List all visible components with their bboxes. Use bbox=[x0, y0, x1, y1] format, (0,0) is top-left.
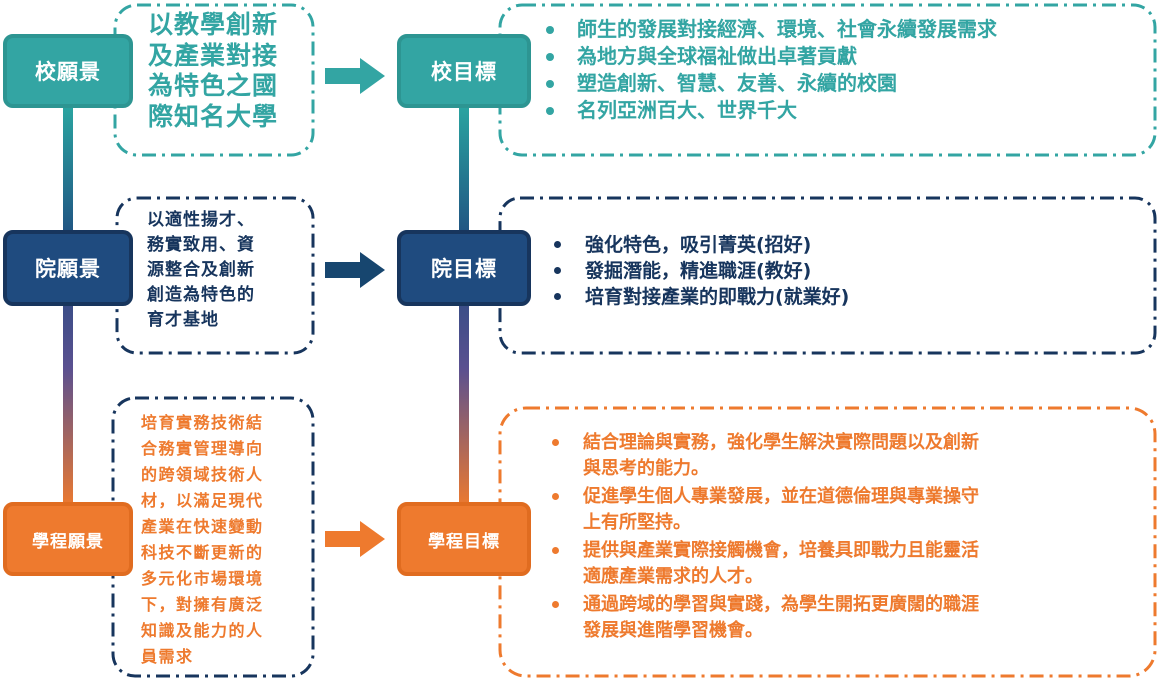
program-goal-frame bbox=[498, 406, 1157, 678]
left-spine bbox=[63, 108, 73, 508]
school-goal-node: 校目標 bbox=[397, 34, 531, 108]
program-goal-label: 學程目標 bbox=[428, 531, 500, 552]
school-vision-frame bbox=[113, 3, 315, 157]
program-vision-text: 培育實務技術結 合務實管理導向 的跨領域技術人 材，以滿足現代 產業在快速變動 … bbox=[141, 413, 264, 666]
list-item: 培育對接產業的即戰力(就業好) bbox=[554, 284, 849, 310]
list-item: 為地方與全球福祉做出卓著貢獻 bbox=[546, 43, 997, 70]
right-spine bbox=[459, 108, 469, 508]
program-goal-list: 結合理論與實務，強化學生解決實際問題以及創新與思考的能力。 促進學生個人專業發展… bbox=[552, 430, 979, 644]
college-vision-label: 院願景 bbox=[35, 257, 101, 281]
list-item: 結合理論與實務，強化學生解決實際問題以及創新與思考的能力。 bbox=[552, 430, 979, 482]
school-vision-label: 校願景 bbox=[35, 60, 101, 84]
college-arrow-icon bbox=[325, 252, 385, 288]
list-item: 促進學生個人專業發展，並在道德倫理與專業操守上有所堅持。 bbox=[552, 484, 979, 536]
school-goal-label: 校目標 bbox=[431, 60, 497, 84]
list-item: 塑造創新、智慧、友善、永續的校園 bbox=[546, 70, 997, 97]
college-goal-frame bbox=[498, 196, 1157, 355]
school-vision-text: 以教學創新 及產業對接 為特色之國 際知名大學 bbox=[148, 10, 279, 131]
list-item: 名列亞洲百大、世界千大 bbox=[546, 97, 997, 124]
program-goal-node: 學程目標 bbox=[397, 502, 531, 576]
school-arrow-icon bbox=[325, 58, 385, 94]
program-vision-node: 學程願景 bbox=[3, 502, 133, 576]
list-item: 提供與產業實際接觸機會，培養具即戰力且能靈活適應產業需求的人才。 bbox=[552, 538, 979, 590]
list-item: 發掘潛能，精進職涯(教好) bbox=[554, 258, 849, 284]
list-item: 強化特色，吸引菁英(招好) bbox=[554, 232, 849, 258]
school-goal-list: 師生的發展對接經濟、環境、社會永續發展需求 為地方與全球福祉做出卓著貢獻 塑造創… bbox=[546, 16, 997, 124]
college-vision-frame bbox=[115, 196, 315, 355]
college-vision-node: 院願景 bbox=[3, 230, 133, 306]
list-item: 通過跨域的學習與實踐，為學生開拓更廣闊的職涯發展與進階學習機會。 bbox=[552, 592, 979, 644]
school-vision-node: 校願景 bbox=[3, 34, 133, 108]
college-vision-text: 以適性揚才、 務實致用、資 源整合及創新 創造為特色的 育才基地 bbox=[147, 210, 255, 330]
college-goal-list: 強化特色，吸引菁英(招好) 發掘潛能，精進職涯(教好) 培育對接產業的即戰力(就… bbox=[554, 232, 849, 310]
list-item: 師生的發展對接經濟、環境、社會永續發展需求 bbox=[546, 16, 997, 43]
program-arrow-icon bbox=[325, 521, 385, 557]
college-goal-label: 院目標 bbox=[431, 257, 497, 281]
program-vision-label: 學程願景 bbox=[32, 531, 104, 552]
college-goal-node: 院目標 bbox=[397, 230, 531, 306]
